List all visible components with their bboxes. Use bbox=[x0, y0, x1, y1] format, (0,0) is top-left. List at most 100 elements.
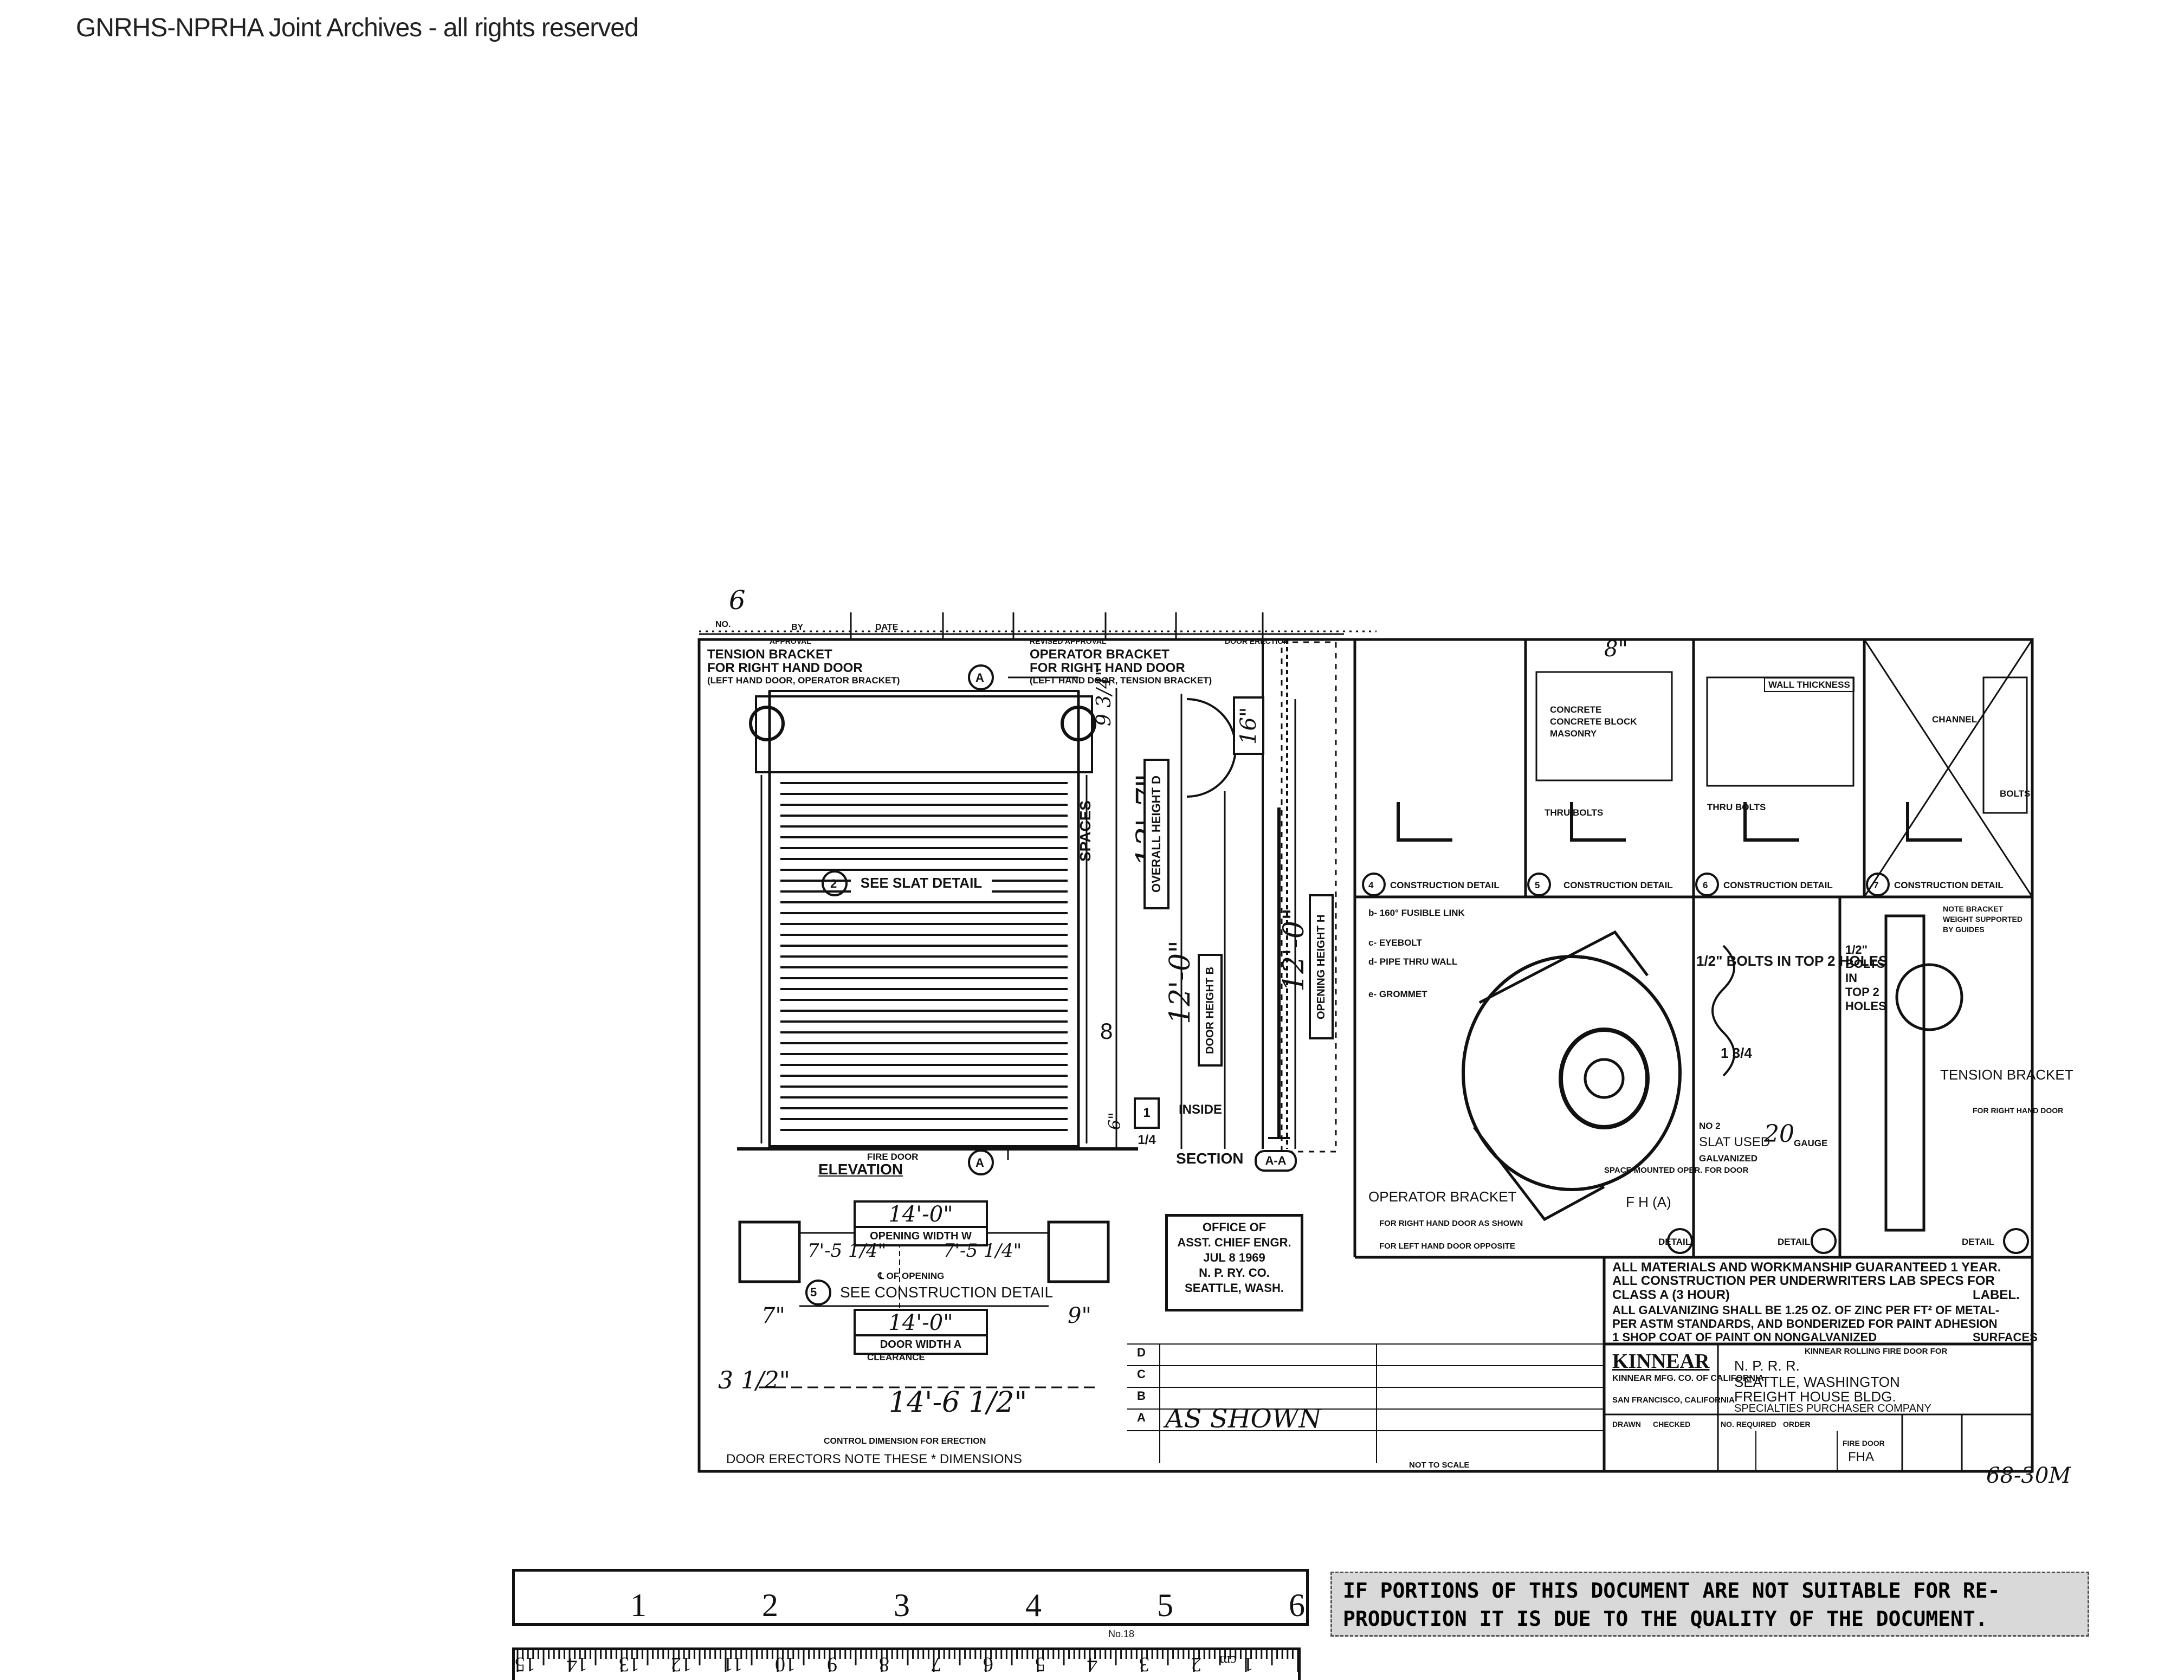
d3-item-c: c- EYEBOLT bbox=[1368, 938, 1422, 948]
ruler-cm-number: 12 bbox=[671, 1653, 692, 1676]
no-required-label: NO. REQUIRED bbox=[1721, 1420, 1776, 1429]
door-height-label: DOOR HEIGHT B bbox=[1198, 954, 1223, 1067]
note-line2: ALL CONSTRUCTION PER UNDERWRITERS LAB SP… bbox=[1612, 1274, 1995, 1288]
d2-gauge-label: GAUGE bbox=[1794, 1138, 1828, 1148]
ruler-inch-number: 2 bbox=[762, 1587, 778, 1623]
operator-bracket-note: (LEFT HAND DOOR, TENSION BRACKET) bbox=[1030, 675, 1212, 686]
right-clearance: 9" bbox=[1068, 1303, 1091, 1328]
see-construction-detail: SEE CONSTRUCTION DETAIL bbox=[840, 1284, 1054, 1301]
note-line5: PER ASTM STANDARDS, AND BONDERIZED FOR P… bbox=[1612, 1317, 1998, 1330]
d3-item-e: e- GROMMET bbox=[1368, 989, 1427, 999]
see-slat-detail: SEE SLAT DETAIL bbox=[851, 873, 992, 893]
d2-slat-used: SLAT USED bbox=[1699, 1135, 1771, 1149]
d5-thru-bolts: THRU BOLTS bbox=[1545, 807, 1604, 818]
ruler-inch-number: 3 bbox=[894, 1587, 910, 1623]
product-line: KINNEAR ROLLING FIRE DOOR FOR bbox=[1805, 1347, 1948, 1356]
checked-label: CHECKED bbox=[1653, 1420, 1691, 1429]
rev-no-label: NO. bbox=[715, 620, 731, 629]
fire-door-label-tb: FIRE DOOR bbox=[1843, 1439, 1885, 1448]
d2-dim: 1 3/4 bbox=[1721, 1045, 1752, 1061]
door-type: FHA bbox=[1848, 1450, 1874, 1464]
ruler-cm-number: 15 bbox=[515, 1653, 535, 1676]
drawing-number: 68-30M bbox=[1986, 1463, 2071, 1488]
opening-width-label: OPENING WIDTH W bbox=[854, 1226, 988, 1246]
section-marker-top: A bbox=[975, 671, 984, 684]
d1-label: DETAIL bbox=[1962, 1237, 1995, 1247]
inside-label: INSIDE bbox=[1179, 1102, 1223, 1117]
note-line3: CLASS A (3 HOUR) bbox=[1612, 1288, 1730, 1302]
rev-by-label: BY bbox=[791, 623, 804, 632]
d7-bolts: BOLTS bbox=[2000, 789, 2031, 799]
note-line1: ALL MATERIALS AND WORKMANSHIP GUARANTEED… bbox=[1612, 1260, 2001, 1275]
opening-height-value: 12'-0" bbox=[1278, 907, 1310, 992]
revised-approval-label: REVISED APPROVAL bbox=[1030, 637, 1107, 645]
d1-note: NOTE BRACKET WEIGHT SUPPORTED BY GUIDES bbox=[1943, 904, 2023, 934]
cl-of-opening: ℄ OF OPENING bbox=[878, 1271, 945, 1281]
d5-concrete: CONCRETE bbox=[1550, 705, 1602, 715]
drawn-label: DRAWN bbox=[1612, 1420, 1641, 1429]
d5-number: 5 bbox=[1535, 880, 1540, 890]
ruler-cm-number: 8 bbox=[879, 1653, 889, 1676]
note-line3b: LABEL. bbox=[1973, 1288, 2020, 1302]
bottom-left-dim: 3 1/2" bbox=[718, 1367, 791, 1394]
notice-line1: IF PORTIONS OF THIS DOCUMENT ARE NOT SUI… bbox=[1343, 1579, 2000, 1603]
operator-bracket-sub: FOR RIGHT HAND DOOR bbox=[1030, 661, 1185, 675]
d5-wall: 8" bbox=[1604, 637, 1628, 662]
ruler-cm-number: 9 bbox=[827, 1653, 837, 1676]
fire-door-label: FIRE DOOR bbox=[867, 1152, 919, 1162]
control-dimension: CONTROL DIMENSION FOR ERECTION bbox=[824, 1437, 986, 1446]
ruler-cm-number: 1 bbox=[1243, 1653, 1253, 1676]
d4-label: CONSTRUCTION DETAIL bbox=[1390, 880, 1500, 890]
d3-item-d: d- PIPE THRU WALL bbox=[1368, 957, 1458, 967]
d1-for-right: FOR RIGHT HAND DOOR bbox=[1973, 1106, 2064, 1115]
order-label: ORDER bbox=[1783, 1420, 1811, 1429]
section-marker-bottom: A bbox=[975, 1156, 984, 1169]
erectors-note: DOOR ERECTORS NOTE THESE * DIMENSIONS bbox=[726, 1452, 1022, 1466]
door-width-value: 14'-0" bbox=[854, 1309, 988, 1337]
d3-for-left: FOR LEFT HAND DOOR OPPOSITE bbox=[1379, 1242, 1515, 1251]
note-line6: 1 SHOP COAT OF PAINT ON NONGALVANIZED bbox=[1612, 1330, 1877, 1344]
d4-number: 4 bbox=[1368, 880, 1374, 890]
left-clearance: 7" bbox=[761, 1303, 785, 1328]
rev-row-a: A bbox=[1137, 1411, 1146, 1424]
stamp-date: JUL 8 1969 bbox=[1203, 1251, 1265, 1264]
company-full: KINNEAR MFG. CO. OF CALIFORNIA bbox=[1612, 1374, 1764, 1383]
rev-row-d: D bbox=[1137, 1346, 1146, 1359]
ruler-cm-label: cm bbox=[1219, 1653, 1237, 1669]
building: FREIGHT HOUSE BLDG. bbox=[1734, 1388, 1896, 1405]
door-height-value: 12'-0" bbox=[1164, 940, 1197, 1024]
d3-item-b: b- 160° FUSIBLE LINK bbox=[1368, 908, 1465, 918]
d3-operator-bracket: OPERATOR BRACKET bbox=[1368, 1188, 1517, 1205]
ruler-cm-number: 13 bbox=[619, 1653, 639, 1676]
d5-concrete-block: CONCRETE BLOCK bbox=[1550, 716, 1637, 727]
construction-detail-number: 5 bbox=[810, 1285, 817, 1299]
d7-channel: CHANNEL bbox=[1932, 714, 1978, 725]
total-dim: 14'-6 1/2" bbox=[889, 1386, 1028, 1419]
tension-bracket-sub: FOR RIGHT HAND DOOR bbox=[707, 661, 863, 675]
opening-width-value: 14'-0" bbox=[854, 1200, 988, 1229]
customer: N. P. R. R. bbox=[1734, 1358, 1800, 1374]
door-slats bbox=[780, 782, 1068, 1131]
ruler-cm-number: 10 bbox=[775, 1653, 796, 1676]
bottom-dim: 6" bbox=[1106, 1112, 1125, 1130]
quality-notice: IF PORTIONS OF THIS DOCUMENT ARE NOT SUI… bbox=[1330, 1572, 2089, 1637]
d2-label: DETAIL bbox=[1778, 1237, 1811, 1247]
d5-label: CONSTRUCTION DETAIL bbox=[1563, 880, 1673, 890]
d6-number: 6 bbox=[1703, 880, 1708, 890]
d6-thru-bolts: THRU BOLTS bbox=[1707, 802, 1766, 812]
slat-detail-number: 2 bbox=[830, 877, 837, 890]
ruler-inch-number: 1 bbox=[630, 1587, 647, 1623]
ruler-cm-number: 3 bbox=[1139, 1653, 1149, 1676]
ruler-cm-number: 4 bbox=[1087, 1653, 1097, 1676]
bottom-box: 1 1/4 bbox=[1134, 1097, 1160, 1147]
ruler-cm-number: 5 bbox=[1035, 1653, 1045, 1676]
location: SEATTLE, WASHINGTON bbox=[1734, 1374, 1900, 1390]
ruler-inch-number: 4 bbox=[1025, 1587, 1042, 1623]
approval-label: APPROVAL bbox=[770, 637, 811, 645]
rev-row-c: C bbox=[1137, 1367, 1146, 1381]
ruler-cm-number: 7 bbox=[931, 1653, 941, 1676]
top-dim: 9 3/4" bbox=[1093, 667, 1115, 726]
d1-tension-bracket: TENSION BRACKET bbox=[1940, 1067, 2073, 1083]
